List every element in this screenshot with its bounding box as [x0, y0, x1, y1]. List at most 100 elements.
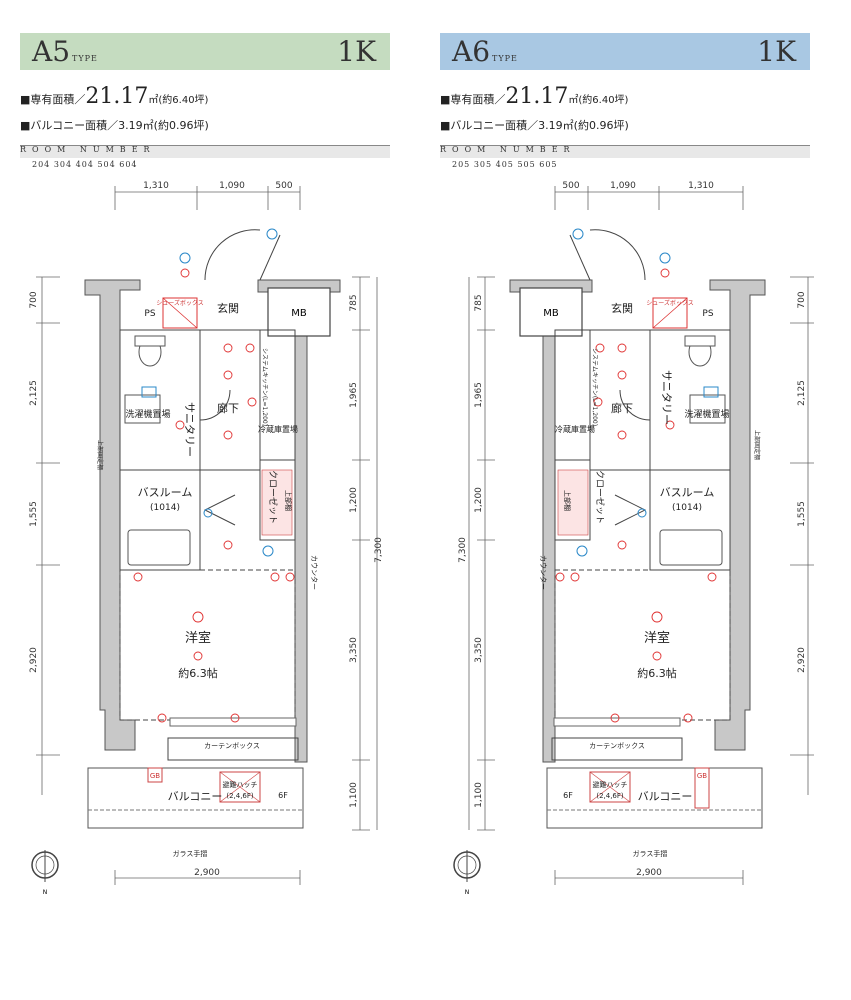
dim-top-1: 500 — [562, 181, 579, 191]
closet-label: クローゼット — [594, 470, 606, 524]
hatch-label: 避難ハッチ — [593, 780, 628, 789]
dim-bottom: 2,900 — [636, 868, 662, 878]
sanitary-label: サニタリー — [183, 402, 196, 457]
fridge-label: 冷蔵庫置場 — [555, 424, 595, 434]
balcony-area: ■バルコニー面積／3.19㎡(約0.96坪) — [440, 119, 629, 132]
upper-shelf-label: 上部棚 — [563, 490, 572, 511]
dim-bottom: 2,900 — [194, 868, 220, 878]
room-number-label: ROOM NUMBER — [440, 145, 576, 154]
type-suffix: TYPE — [72, 54, 98, 63]
floor-area: ■専有面積／21.17㎡(約6.40坪) — [20, 84, 209, 109]
compass-icon: N — [453, 850, 481, 896]
washer-label: 洗濯機置場 — [684, 408, 729, 420]
youshitsu-size-label: 約6.3帖 — [178, 666, 218, 680]
kitchen-label: システムキッチン(L=1,200) — [591, 348, 598, 426]
sanitary-label: サニタリー — [660, 370, 673, 425]
dim-right-4: 3,350 — [349, 637, 359, 663]
dim-right-2: 2,125 — [797, 380, 807, 406]
balcony-label: バルコニー — [638, 790, 693, 803]
mb-label: MB — [291, 308, 307, 319]
dim-left-3: 1,200 — [474, 487, 484, 513]
dim-left-2: 1,965 — [474, 382, 484, 408]
dim-right-4: 2,920 — [797, 647, 807, 673]
washer-label: 洗濯機置場 — [125, 408, 170, 420]
dim-top-3: 1,310 — [688, 181, 714, 191]
kitchen-label: システムキッチン(L=1,200) — [261, 348, 268, 426]
youshitsu-label: 洋室 — [644, 630, 670, 646]
fridge-label: 冷蔵庫置場 — [258, 424, 298, 434]
dim-left-5: 1,100 — [474, 782, 484, 808]
dim-right-1: 785 — [349, 294, 359, 311]
dim-top-2: 1,090 — [610, 181, 636, 191]
dim-left-1: 785 — [474, 294, 484, 311]
youshitsu-label: 洋室 — [185, 630, 211, 646]
counter-label: カウンター — [539, 555, 548, 590]
floor-plan-a5: MB — [29, 181, 384, 896]
bath-label: バスルーム — [138, 486, 193, 499]
dim-right-5: 1,100 — [349, 782, 359, 808]
room-numbers: 205 305 405 505 605 — [452, 160, 558, 169]
dim-left-1: 700 — [29, 291, 39, 308]
shoes-label: シューズボックス — [646, 299, 694, 307]
dim-top-1: 1,310 — [143, 181, 169, 191]
type-suffix: TYPE — [492, 54, 518, 63]
hatch-floor-label: (2,4,6F) — [596, 792, 624, 800]
balcony-area: ■バルコニー面積／3.19㎡(約0.96坪) — [20, 119, 209, 132]
bath-size-label: (1014) — [672, 503, 702, 513]
balcony-label: バルコニー — [168, 790, 223, 803]
room-number-bar: ROOM NUMBER — [20, 145, 390, 158]
north-label: N — [465, 889, 470, 896]
north-label: N — [43, 889, 48, 896]
closet-label: クローゼット — [267, 470, 279, 524]
upper-fixed-shelf-label: 上部固定棚 — [96, 440, 104, 470]
compass-icon: N — [31, 850, 59, 896]
six-f-label: 6F — [278, 791, 288, 800]
upper-shelf-label: 上部棚 — [284, 490, 293, 511]
room-numbers: 204 304 404 504 604 — [32, 160, 138, 169]
bath-size-label: (1014) — [150, 503, 180, 513]
genkan-label: 玄関 — [611, 301, 633, 315]
floor-area: ■専有面積／21.17㎡(約6.40坪) — [440, 84, 629, 109]
gb-label: GB — [150, 772, 160, 780]
ps-label: PS — [702, 309, 713, 319]
gb-label: GB — [697, 772, 707, 780]
ps-label: PS — [144, 309, 155, 319]
glass-label: ガラス手摺 — [173, 849, 208, 858]
room-number-bar: ROOM NUMBER — [440, 145, 810, 158]
dim-right-3: 1,200 — [349, 487, 359, 513]
dim-top-2: 1,090 — [219, 181, 245, 191]
upper-fixed-shelf-label: 上部固定棚 — [753, 430, 761, 460]
youshitsu-size-label: 約6.3帖 — [637, 666, 677, 680]
counter-label: カウンター — [310, 555, 319, 590]
hatch-floor-label: (2,4,6F) — [226, 792, 254, 800]
dim-left-3: 1,555 — [29, 501, 39, 527]
dim-right-1: 700 — [797, 291, 807, 308]
bath-label: バスルーム — [660, 486, 715, 499]
six-f-label: 6F — [563, 791, 573, 800]
hatch-label: 避難ハッチ — [223, 780, 258, 789]
layout-label: 1K — [337, 35, 376, 68]
mb-label: MB — [543, 308, 559, 319]
dim-total: 7,300 — [374, 537, 384, 563]
dim-total: 7,300 — [458, 537, 468, 563]
dim-top-3: 500 — [275, 181, 292, 191]
dim-right-2: 1,965 — [349, 382, 359, 408]
dim-left-2: 2,125 — [29, 380, 39, 406]
genkan-label: 玄関 — [217, 301, 239, 315]
room-number-label: ROOM NUMBER — [20, 145, 156, 154]
rouka-label: 廊下 — [611, 401, 633, 415]
glass-label: ガラス手摺 — [633, 849, 668, 858]
dim-right-3: 1,555 — [797, 501, 807, 527]
curtain-label: カーテンボックス — [589, 742, 645, 750]
layout-label: 1K — [757, 35, 796, 68]
curtain-label: カーテンボックス — [204, 742, 260, 750]
dim-left-4: 2,920 — [29, 647, 39, 673]
floor-plan-a6: MB — [453, 181, 814, 896]
rouka-label: 廊下 — [217, 401, 239, 415]
